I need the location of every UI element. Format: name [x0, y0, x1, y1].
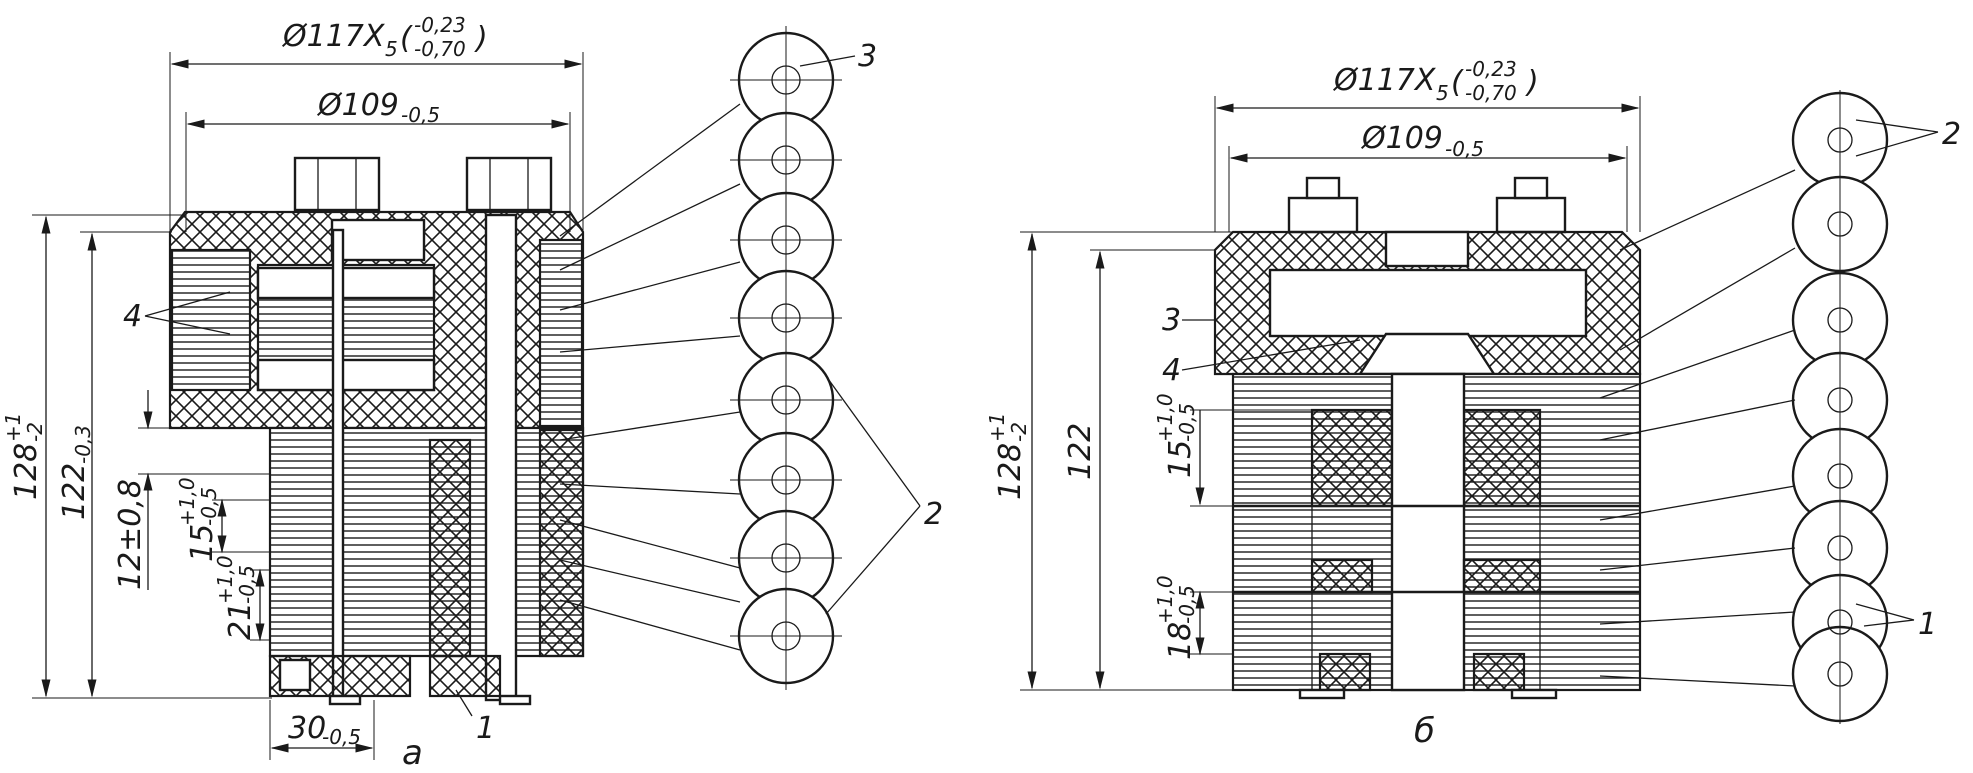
dim-outer-diameter-b: Ø117X 5 ( -0,23 -0,70 ) [1215, 57, 1640, 113]
dim-step-18-tol-lower-b: -0,5 [1175, 585, 1199, 624]
dim-outer-tol-upper-b: -0,23 [1465, 57, 1517, 81]
paren-open-b: ( [1451, 65, 1464, 100]
dim-step-21-tol-lower: -0,5 [235, 565, 259, 604]
dim-outer-sub-b: 5 [1436, 81, 1449, 105]
dim-height-inner-a: 122 -0,3 [57, 232, 97, 698]
dim-height-inner-b: 122 [1063, 250, 1105, 690]
dim-inner-diameter-a: Ø109 -0,5 [186, 88, 570, 129]
dim-outer-main-b: Ø117X [1332, 63, 1437, 98]
tie-rod-a [484, 213, 518, 702]
callout-4-a: 4 [123, 299, 142, 334]
bolt-head-right [465, 156, 553, 212]
callout-4-b: 4 [1162, 353, 1181, 388]
bolt-head-left [293, 156, 381, 212]
dim-inner-main-b: Ø109 [1360, 121, 1443, 156]
dim-inner-sub-b: -0,5 [1445, 137, 1484, 161]
dim-step-12: 12±0,8 [113, 390, 270, 590]
view-a: Ø117X 5 ( -0,23 -0,70 ) Ø109 -0,5 [1, 13, 943, 773]
dim-height-inner-sub: -0,3 [71, 425, 95, 464]
dim-step-21-tol-upper: +1,0 [213, 555, 237, 604]
dim-height-total-main-b: 128 [993, 443, 1028, 500]
dim-step-15-main: 15 [185, 524, 220, 562]
dim-height-inner-main-b: 122 [1063, 423, 1098, 480]
callout-2-b: 2 [1942, 117, 1961, 152]
dim-step-15: 15 +1,0 -0,5 [175, 477, 270, 562]
paren-close-b: ) [1525, 65, 1539, 100]
bolt-head-right-b [1495, 196, 1567, 234]
dim-outer-tol-lower-b: -0,70 [1465, 81, 1517, 105]
dim-step-15-tol-lower-b: -0,5 [1175, 403, 1199, 442]
disc-column-b [1791, 90, 1889, 724]
dim-step-15-tol-upper: +1,0 [175, 477, 199, 526]
dim-height-total-main: 128 [9, 443, 44, 500]
leaders-a [559, 103, 741, 651]
paren-close: ) [474, 21, 488, 56]
dim-step-18-main-b: 18 [1163, 622, 1198, 660]
dim-outer-diameter-a: Ø117X 5 ( -0,23 -0,70 ) [170, 13, 583, 69]
caption-view-b: б [1414, 711, 1435, 751]
dim-step-12-main: 12±0,8 [113, 479, 148, 590]
callout-1-b: 1 [1918, 607, 1937, 642]
callout-1-a: 1 [476, 711, 495, 746]
dim-width-30: 30 -0,5 [269, 700, 375, 760]
lamination-stack-a [268, 426, 585, 658]
dim-step-18-tol-upper-b: +1,0 [1153, 575, 1177, 624]
dim-step-21-main: 21 [223, 602, 258, 640]
leaders-b [1599, 169, 1796, 687]
paren-open: ( [400, 21, 413, 56]
dim-step-15-tol-upper-b: +1,0 [1153, 393, 1177, 442]
dim-step-15-main-b: 15 [1163, 440, 1198, 478]
dim-height-inner-main: 122 [57, 463, 92, 520]
dim-outer-tol-lower: -0,70 [414, 37, 466, 61]
callout-3-a: 3 [858, 39, 877, 74]
disc-column-a [730, 26, 842, 690]
dim-outer-main: Ø117X [281, 19, 386, 54]
callout-3-b: 3 [1162, 303, 1181, 338]
dim-step-15-tol-lower: -0,5 [197, 487, 221, 526]
dim-height-total-b: 128 +1 -2 [985, 232, 1037, 690]
dim-height-total-tol-lower-b: -2 [1007, 422, 1031, 442]
dim-outer-sub: 5 [385, 37, 398, 61]
dim-width-30-main: 30 [288, 711, 326, 746]
callout-2-a: 2 [924, 497, 943, 532]
dim-step-21: 21 +1,0 -0,5 [213, 555, 270, 642]
dim-height-total-a: 128 +1 -2 [1, 215, 51, 698]
view-b: Ø117X 5 ( -0,23 -0,70 ) Ø109 -0,5 [985, 57, 1961, 751]
dim-height-total-tol-upper-b: +1 [985, 413, 1009, 442]
dim-inner-main: Ø109 [316, 88, 399, 123]
caption-view-a: а [402, 733, 423, 773]
dim-step-15-b: 15 +1,0 -0,5 [1153, 393, 1312, 507]
dim-inner-sub: -0,5 [401, 103, 440, 127]
dim-height-total-tol-lower: -2 [23, 422, 47, 442]
bolt-head-left-b [1287, 196, 1359, 234]
dim-step-18-b: 18 +1,0 -0,5 [1153, 575, 1233, 660]
dim-width-30-sub: -0,5 [322, 725, 361, 749]
dim-inner-diameter-b: Ø109 -0,5 [1229, 121, 1627, 163]
dim-height-total-tol-upper: +1 [1, 413, 25, 442]
dim-outer-tol-upper: -0,23 [414, 13, 466, 37]
